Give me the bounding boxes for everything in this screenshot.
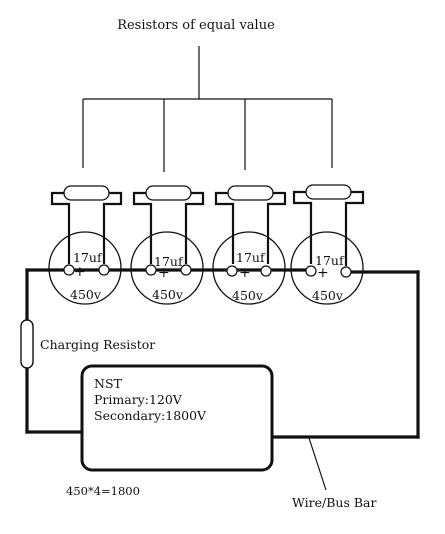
capacitor-4: 17uf + 450v [290, 184, 365, 305]
voltage-label: 450v [312, 288, 344, 303]
polarity-label: + [158, 265, 170, 281]
capacitance-label: 17uf [315, 253, 345, 268]
capacitor-body [48, 231, 122, 305]
terminal [340, 266, 352, 278]
left-loop-wire [25, 268, 84, 434]
capacitance-label: 17uf [73, 250, 103, 265]
polarity-label: + [74, 264, 86, 280]
terminal [63, 264, 75, 276]
capacitor-body [290, 231, 364, 305]
balancing-resistor [63, 185, 110, 201]
capacitor-2: 17uf + 450v [130, 185, 205, 305]
capacitor-3: 17uf + 450v [212, 185, 287, 305]
balancing-resistor [145, 185, 192, 201]
balancing-resistor [227, 185, 274, 201]
terminal [180, 264, 192, 276]
transformer-primary: Primary:120V [94, 392, 183, 407]
diagram-title: Resistors of equal value [117, 18, 275, 33]
terminal [98, 264, 110, 276]
terminal [260, 265, 272, 277]
right-loop-wire [270, 270, 420, 439]
charging-resistor [20, 319, 34, 369]
balancing-resistor [305, 184, 352, 200]
capacitor-1: 17uf + 450v [48, 185, 123, 305]
terminal [145, 264, 157, 276]
capacitance-label: 17uf [154, 254, 184, 269]
capacitor-body [212, 231, 286, 305]
nst-transformer: NST Primary:120V Secondary:1800V [80, 364, 274, 472]
transformer-box [80, 364, 274, 472]
transformer-secondary: Secondary:1800V [94, 408, 207, 423]
voltage-label: 450v [70, 287, 102, 302]
wire-bus-bar-label: Wire/Bus Bar [292, 495, 376, 510]
capacitor-body [130, 231, 204, 305]
polarity-label: + [239, 265, 251, 281]
polarity-label: + [317, 265, 329, 281]
wire-label-pointer [308, 437, 327, 491]
voltage-label: 450v [152, 287, 184, 302]
charging-resistor-label: Charging Resistor [40, 337, 155, 352]
voltage-equation: 450*4=1800 [66, 484, 140, 498]
voltage-label: 450v [232, 288, 264, 303]
title-bracket [82, 46, 333, 172]
capacitance-label: 17uf [236, 250, 266, 265]
transformer-name: NST [94, 376, 123, 391]
terminal [226, 265, 238, 277]
terminal [305, 265, 317, 277]
